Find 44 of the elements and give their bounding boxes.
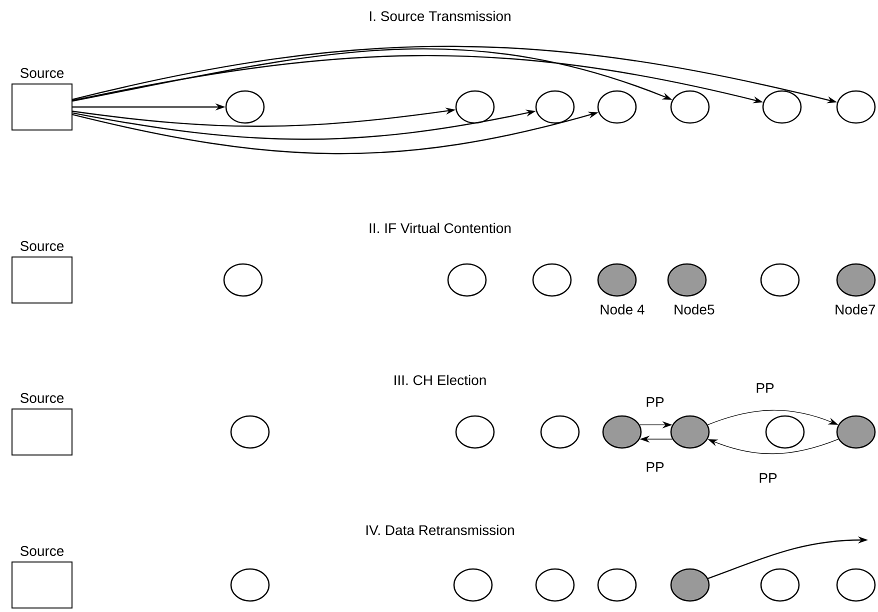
source-box: Source: [12, 241, 72, 304]
filled-circle: [670, 568, 710, 602]
circle: [760, 263, 800, 297]
panel-title: III. CH Election: [394, 374, 486, 386]
circle: [765, 415, 805, 449]
edge-label: PP: [754, 382, 776, 394]
circle: [535, 568, 575, 602]
circle: [597, 90, 637, 124]
source-box: Source: [12, 68, 72, 130]
circle: [230, 415, 270, 449]
node-label: Node5: [674, 304, 714, 314]
node-label: Source: [20, 68, 64, 78]
edge-label: PP: [644, 396, 666, 408]
circle: [455, 415, 495, 449]
circle: [535, 90, 575, 124]
circle: [836, 568, 876, 602]
node-label: Source: [20, 241, 64, 251]
circle: [230, 568, 270, 602]
panel-title: IV. Data Retransmission: [366, 524, 514, 536]
circle: [836, 90, 876, 124]
circle: [540, 415, 580, 449]
circle: [455, 90, 495, 124]
circle: [597, 568, 637, 602]
edge-label: PP: [644, 461, 666, 473]
circle: [760, 568, 800, 602]
node-label: Source: [20, 546, 64, 556]
circle: [453, 568, 493, 602]
circle: [223, 263, 263, 297]
panel-title: I. Source Transmission: [370, 10, 510, 22]
circle: [225, 90, 265, 124]
circle: [532, 263, 572, 297]
source-box: Source: [12, 546, 72, 608]
node-label: Node7: [836, 304, 876, 314]
node-label: Source: [20, 393, 64, 403]
filled-circle: [670, 415, 710, 449]
edge-label: PP: [758, 472, 778, 484]
circle: [670, 90, 710, 124]
circle: [762, 90, 802, 124]
source-box: Source: [12, 393, 72, 456]
filled-circle: [836, 415, 876, 449]
panel-title: II. IF Virtual Contention: [370, 222, 511, 234]
filled-circle: [602, 415, 642, 449]
circle: [447, 263, 487, 297]
node-label: Node 4: [600, 304, 644, 314]
